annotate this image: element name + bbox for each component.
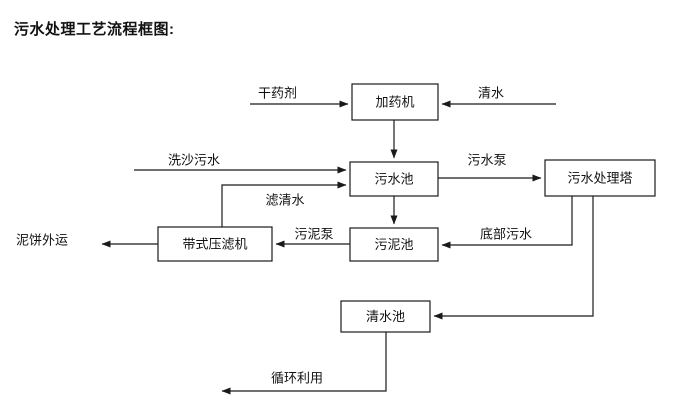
- process-node-sludge-pool[interactable]: 污泥池: [349, 227, 439, 262]
- process-node-wastewater-pool[interactable]: 污水池: [349, 161, 439, 197]
- terminal-label-clean-water: 清水: [478, 85, 504, 100]
- node-label-dosing-machine: 加药机: [375, 94, 414, 109]
- node-box-dosing-machine: [351, 83, 439, 121]
- terminal-label-dry-chemical: 干药剂: [258, 85, 297, 100]
- terminal-label-sand-wash: 洗沙污水: [168, 152, 220, 167]
- node-box-clean-water-pool: [340, 300, 431, 333]
- process-node-dosing-machine[interactable]: 加药机: [351, 83, 439, 121]
- flow-arrow-press-to-wastewater: [221, 181, 347, 227]
- flow-arrow-tower-to-sludge: [441, 196, 573, 249]
- page-title: 污水处理工艺流程框图:: [14, 21, 175, 38]
- flow-arrow-tower-to-cleanwater: [433, 196, 594, 320]
- edge-label-wastewater-pump: 污水泵: [467, 152, 506, 167]
- terminal-label-mud-cake-out: 泥饼外运: [16, 232, 68, 247]
- flow-arrow-cleanwater-to-recycle: [221, 332, 387, 395]
- node-label-belt-filter-press: 带式压滤机: [182, 236, 247, 251]
- edges-layer: [101, 100, 594, 395]
- process-node-treatment-tower[interactable]: 污水处理塔: [544, 159, 656, 197]
- edge-label-recycle-reuse: 循环利用: [271, 370, 323, 385]
- node-box-belt-filter-press: [157, 226, 273, 262]
- node-box-treatment-tower: [544, 159, 656, 197]
- process-node-clean-water-pool[interactable]: 清水池: [340, 300, 431, 333]
- node-box-wastewater-pool: [349, 161, 439, 197]
- node-label-wastewater-pool: 污水池: [374, 171, 413, 186]
- node-box-sludge-pool: [349, 227, 439, 262]
- node-label-sludge-pool: 污泥池: [374, 237, 413, 252]
- edge-label-bottom-sewage: 底部污水: [480, 226, 532, 241]
- edge-label-filtered-water: 滤清水: [265, 192, 304, 207]
- node-label-treatment-tower: 污水处理塔: [567, 170, 632, 185]
- process-node-belt-filter-press[interactable]: 带式压滤机: [157, 226, 273, 262]
- node-label-clean-water-pool: 清水池: [366, 309, 405, 324]
- edge-label-sludge-pump: 污泥泵: [294, 226, 333, 241]
